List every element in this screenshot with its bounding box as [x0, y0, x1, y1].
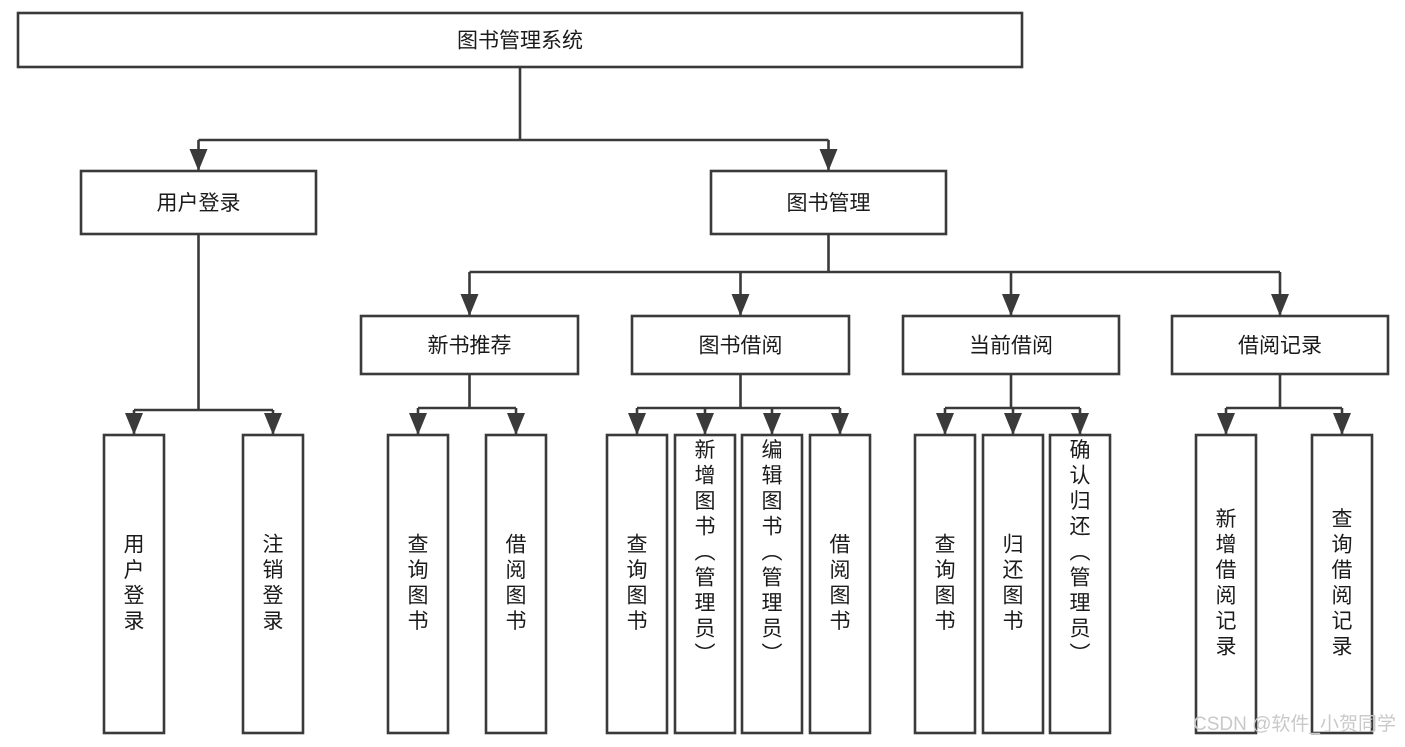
node-label-book-borrow: 图书借阅: [699, 335, 783, 358]
edge-group-book-borrow: [628, 374, 849, 435]
nodes-layer: 图书管理系统用户登录图书管理新书推荐图书借阅当前借阅借阅记录用户登录注销登录查询…: [16, 11, 1390, 735]
edge-group-root: [189, 67, 838, 171]
node-box-book-manage[interactable]: [709, 169, 948, 236]
edge-group-new-book-recommend: [409, 374, 525, 435]
edges-layer: [125, 67, 1351, 435]
node-box-leaf-query-book-rec[interactable]: [386, 433, 450, 735]
node-label-leaf-confirm-return-admin: 确认归还︵管理员︶: [1070, 439, 1091, 666]
node-label-leaf-return-book: 归还图书: [1003, 533, 1024, 633]
node-label-borrow-record: 借阅记录: [1238, 335, 1322, 358]
node-book-borrow[interactable]: 图书借阅: [630, 314, 851, 376]
node-leaf-query-book-rec[interactable]: 查询图书: [386, 433, 450, 735]
node-label-leaf-borrow-book-rec: 借阅图书: [506, 533, 527, 633]
node-box-leaf-logout[interactable]: [241, 433, 305, 735]
node-box-leaf-query-borrow-record[interactable]: [1310, 433, 1374, 735]
node-box-leaf-user-login[interactable]: [102, 433, 166, 735]
node-label-leaf-logout: 注销登录: [263, 533, 284, 633]
node-label-leaf-add-borrow-record: 新增借阅记录: [1216, 508, 1237, 659]
node-box-leaf-add-borrow-record[interactable]: [1194, 433, 1258, 735]
node-current-borrow[interactable]: 当前借阅: [901, 314, 1121, 376]
node-root[interactable]: 图书管理系统: [16, 11, 1024, 69]
node-label-user-login: 用户登录: [157, 192, 241, 215]
node-box-user-login[interactable]: [79, 169, 318, 236]
node-box-leaf-confirm-return-admin[interactable]: [1048, 433, 1112, 735]
node-leaf-query-borrow-record[interactable]: 查询借阅记录: [1310, 433, 1374, 735]
node-label-leaf-edit-book-admin: 编辑图书︵管理员︶: [762, 439, 783, 666]
node-box-leaf-borrow-book[interactable]: [808, 433, 872, 735]
node-leaf-query-book-borrow[interactable]: 查询图书: [605, 433, 669, 735]
node-box-book-borrow[interactable]: [630, 314, 851, 376]
edge-group-current-borrow: [936, 374, 1089, 435]
node-box-leaf-query-book-current[interactable]: [913, 433, 977, 735]
node-label-leaf-query-book-borrow: 查询图书: [627, 533, 648, 633]
node-label-leaf-borrow-book: 借阅图书: [830, 533, 851, 633]
node-label-leaf-query-borrow-record: 查询借阅记录: [1332, 508, 1353, 659]
node-new-book-recommend[interactable]: 新书推荐: [359, 314, 580, 376]
node-box-leaf-add-book-admin[interactable]: [673, 433, 737, 735]
node-leaf-add-borrow-record[interactable]: 新增借阅记录: [1194, 433, 1258, 735]
node-user-login[interactable]: 用户登录: [79, 169, 318, 236]
node-label-leaf-user-login: 用户登录: [124, 533, 145, 633]
node-label-leaf-query-book-rec: 查询图书: [408, 533, 429, 633]
node-label-root: 图书管理系统: [457, 30, 583, 53]
node-box-new-book-recommend[interactable]: [359, 314, 580, 376]
node-leaf-return-book[interactable]: 归还图书: [981, 433, 1045, 735]
node-box-leaf-edit-book-admin[interactable]: [740, 433, 804, 735]
node-label-current-borrow: 当前借阅: [969, 335, 1053, 358]
node-box-current-borrow[interactable]: [901, 314, 1121, 376]
node-leaf-add-book-admin[interactable]: 新增图书︵管理员︶: [673, 433, 737, 735]
edge-group-book-manage: [460, 234, 1289, 316]
node-leaf-user-login[interactable]: 用户登录: [102, 433, 166, 735]
node-leaf-borrow-book-rec[interactable]: 借阅图书: [484, 433, 548, 735]
edge-group-borrow-record: [1217, 374, 1351, 435]
node-box-borrow-record[interactable]: [1170, 314, 1390, 376]
node-leaf-edit-book-admin[interactable]: 编辑图书︵管理员︶: [740, 433, 804, 735]
node-leaf-borrow-book[interactable]: 借阅图书: [808, 433, 872, 735]
node-box-leaf-return-book[interactable]: [981, 433, 1045, 735]
node-label-new-book-recommend: 新书推荐: [428, 335, 512, 358]
node-label-book-manage: 图书管理: [787, 192, 871, 215]
node-leaf-confirm-return-admin[interactable]: 确认归还︵管理员︶: [1048, 433, 1112, 735]
node-leaf-logout[interactable]: 注销登录: [241, 433, 305, 735]
node-box-root[interactable]: [16, 11, 1024, 69]
node-label-leaf-add-book-admin: 新增图书︵管理员︶: [695, 439, 716, 666]
node-box-leaf-query-book-borrow[interactable]: [605, 433, 669, 735]
node-box-leaf-borrow-book-rec[interactable]: [484, 433, 548, 735]
node-leaf-query-book-current[interactable]: 查询图书: [913, 433, 977, 735]
node-borrow-record[interactable]: 借阅记录: [1170, 314, 1390, 376]
node-label-leaf-query-book-current: 查询图书: [935, 533, 956, 633]
csdn-watermark: CSDN @软件_小贺同学: [1193, 713, 1396, 735]
edge-group-user-login: [125, 234, 282, 435]
node-book-manage[interactable]: 图书管理: [709, 169, 948, 236]
